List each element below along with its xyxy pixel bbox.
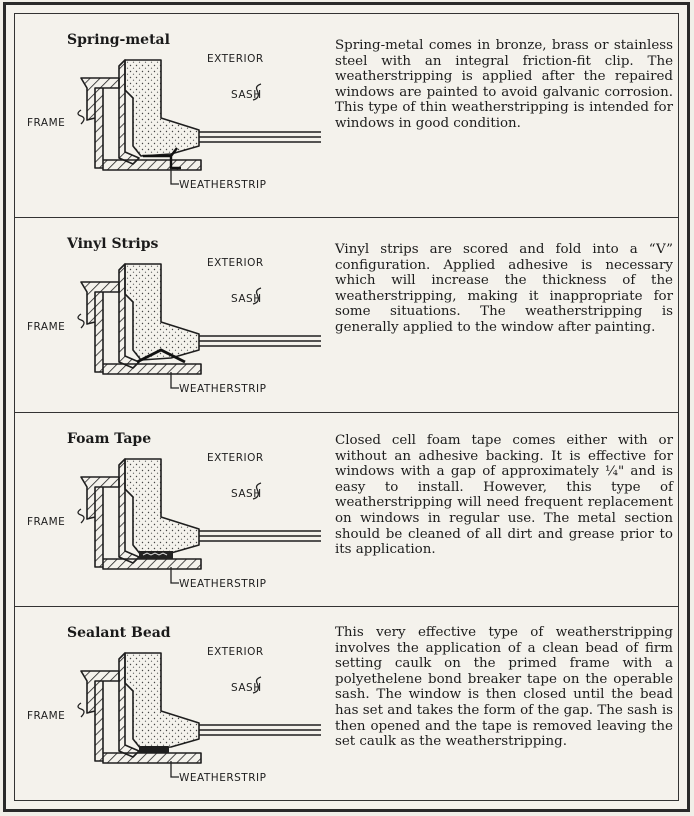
section-drawing: EXTERIOR SASH FRAME WEATHERSTRIP bbox=[27, 53, 321, 191]
section-drawing: EXTERIOR SASH FRAME WEATHERSTRIP bbox=[27, 452, 321, 590]
section-drawing: EXTERIOR SASH FRAME WEATHERSTRIP bbox=[27, 257, 321, 395]
weatherstrip-label: WEATHERSTRIP bbox=[179, 383, 266, 395]
leader-lines bbox=[77, 676, 262, 778]
weatherstrip-label: WEATHERSTRIP bbox=[179, 578, 266, 590]
leader-lines bbox=[77, 287, 262, 389]
sash-section bbox=[124, 652, 200, 750]
glass-pane bbox=[199, 335, 321, 347]
weatherstrip-element bbox=[139, 746, 169, 753]
leader-lines bbox=[77, 83, 262, 185]
exterior-label: EXTERIOR bbox=[207, 257, 264, 269]
sash-section bbox=[124, 59, 200, 157]
exterior-label: EXTERIOR bbox=[207, 646, 264, 658]
sash-section bbox=[124, 263, 200, 361]
frame-label: FRAME bbox=[27, 710, 65, 722]
sash-label: SASH bbox=[231, 293, 262, 305]
exterior-label: EXTERIOR bbox=[207, 53, 264, 65]
weatherstrip-label: WEATHERSTRIP bbox=[179, 772, 266, 784]
glass-pane bbox=[199, 530, 321, 542]
glass-pane bbox=[199, 724, 321, 736]
sash-label: SASH bbox=[231, 682, 262, 694]
panel-description: Spring-metal comes in bronze, brass or s… bbox=[335, 38, 673, 131]
panel-title: Foam Tape bbox=[67, 431, 152, 447]
glass-pane bbox=[199, 131, 321, 143]
section-drawing: EXTERIOR SASH FRAME WEATHERSTRIP bbox=[27, 646, 321, 784]
sash-rail bbox=[118, 59, 140, 165]
weatherstrip-element bbox=[136, 348, 186, 364]
sash-section bbox=[124, 458, 200, 556]
diagram-spring-metal: EXTERIOR SASH FRAME WEATHERSTRIP bbox=[21, 28, 326, 208]
panel-description: Vinyl strips are scored and fold into a … bbox=[335, 242, 673, 335]
weatherstrip-element bbox=[139, 551, 173, 559]
sash-label: SASH bbox=[231, 488, 262, 500]
panel-grid: EXTERIOR SASH FRAME WEATHERSTRIP Spring-met… bbox=[14, 13, 679, 801]
document-sheet: EXTERIOR SASH FRAME WEATHERSTRIP Spring-met… bbox=[3, 2, 690, 812]
panel-title: Sealant Bead bbox=[67, 625, 171, 641]
diagram-vinyl-strips: EXTERIOR SASH FRAME WEATHERSTRIP bbox=[21, 232, 326, 412]
frame-label: FRAME bbox=[27, 516, 65, 528]
weatherstrip-label: WEATHERSTRIP bbox=[179, 179, 266, 191]
panel-title: Spring-metal bbox=[67, 32, 170, 48]
exterior-label: EXTERIOR bbox=[207, 452, 264, 464]
panel-spring-metal: EXTERIOR SASH FRAME WEATHERSTRIP Spring-met… bbox=[15, 14, 678, 217]
leader-lines bbox=[77, 482, 262, 584]
diagram-sealant-bead: EXTERIOR SASH FRAME WEATHERSTRIP bbox=[21, 621, 326, 801]
diagram-foam-tape: EXTERIOR SASH FRAME WEATHERSTRIP bbox=[21, 427, 326, 607]
panel-title: Vinyl Strips bbox=[67, 236, 159, 252]
frame-label: FRAME bbox=[27, 117, 65, 129]
frame-label: FRAME bbox=[27, 321, 65, 333]
panel-description: This very effective type of weatherstrip… bbox=[335, 625, 673, 750]
sash-label: SASH bbox=[231, 89, 262, 101]
frame-section bbox=[80, 281, 202, 375]
panel-description: Closed cell foam tape comes either with … bbox=[335, 433, 673, 558]
panel-sealant-bead: EXTERIOR SASH FRAME WEATHERSTRIP Sealant Be… bbox=[15, 606, 678, 809]
panel-vinyl-strips: EXTERIOR SASH FRAME WEATHERSTRIP Vinyl Stri… bbox=[15, 217, 678, 412]
